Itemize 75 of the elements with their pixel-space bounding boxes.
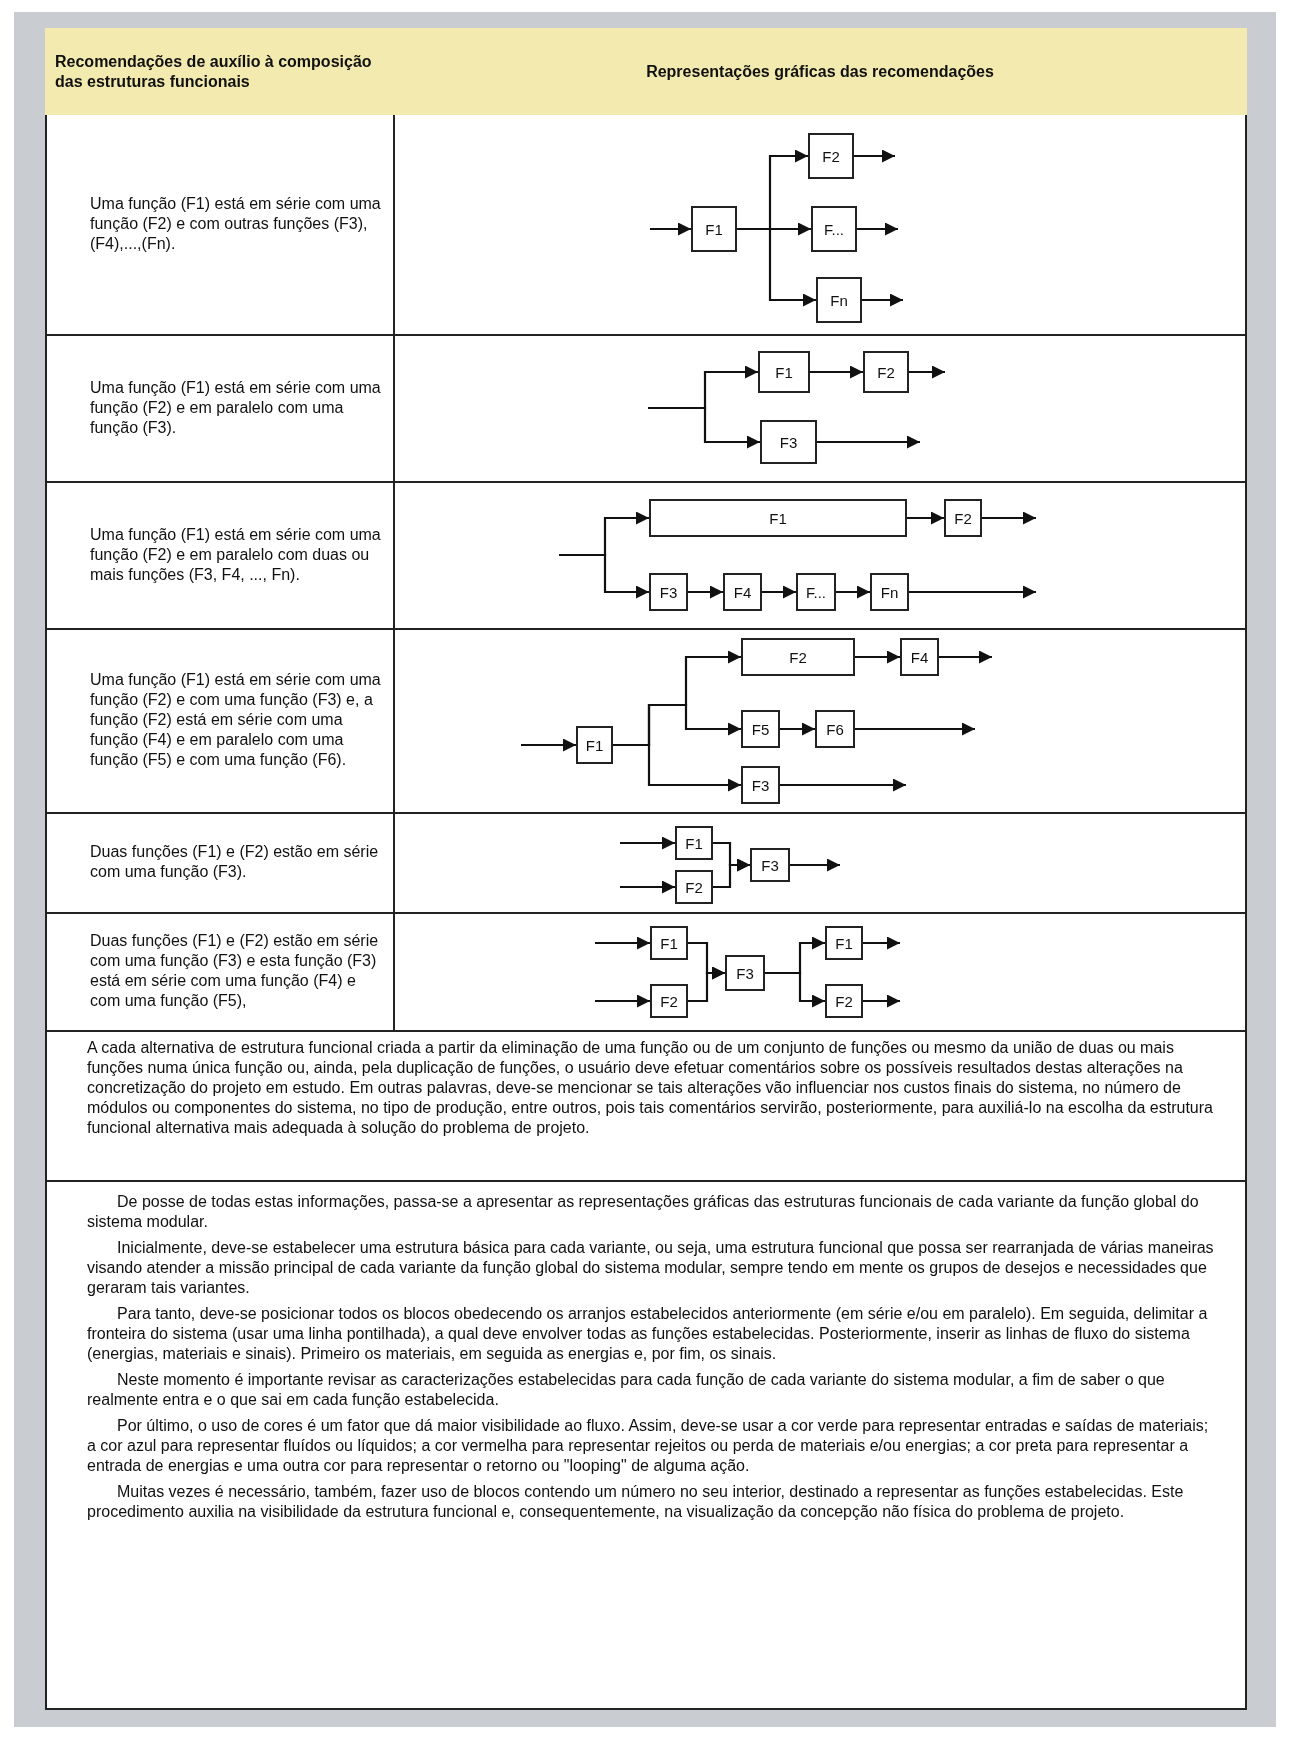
function-block: F2 [808,133,854,179]
arrow [620,836,675,850]
arrow [737,227,816,307]
function-block: F1 [576,726,613,764]
arrow [620,880,675,894]
function-block: F2 [675,870,713,904]
arrow [613,743,741,792]
function-block: F... [811,206,857,252]
function-block: Fn [816,277,862,323]
function-block: F1 [675,826,713,860]
arrow [857,222,898,236]
column-header: Representações gráficas das recomendações [393,28,1247,115]
arrow [780,778,906,792]
arrow [595,994,650,1008]
function-block: F3 [760,420,817,464]
recommendation-text: Uma função (F1) está em série com uma função (F2) e com outras funções (F3), (F4),...,(Fn). [90,193,382,254]
arrow [688,585,723,599]
recommendation-text: Uma função (F1) está em série com uma função (F2) e em paralelo com uma função (F3). [90,377,382,438]
arrow [836,585,870,599]
arrow [854,149,895,163]
arrow [855,722,975,736]
arrow [521,738,576,752]
arrow [862,293,903,307]
arrow [559,553,649,599]
arrow [765,971,825,1008]
arrow [595,936,650,950]
body-paragraph: Para tanto, deve-se posicionar todos os blocos obedecendo os arranjos estabelecidos anteriormente (em série e/ou em paralelo). Em seguida, delimitar a fronteira do sistema (usar uma linha pontilhada), a qual deve envolver todas as funções estabelecidas. Posteriormente, inserir as linhas de fluxo do sistema (energias, materiais e sinais). Primeiro os materiais, em seguida as energias e, por fim, os sinais. [87,1304,1209,1364]
function-block: F2 [741,638,855,676]
function-block: F4 [723,573,762,611]
arrow [713,858,750,889]
recommendation-text: Duas funções (F1) e (F2) estão em série com uma função (F3) e esta função (F3) está em série com uma função (F4) e com uma função (F5), [90,931,380,1011]
arrow [790,858,840,872]
arrow [863,936,900,950]
arrow [648,406,760,449]
body-paragraph: Muitas vezes é necessário, também, fazer uso de blocos contendo um número no seu interior, destinado a representar as funções estabelecidas. Este procedimento auxilia na visibilidade da estrutura funcional e, consequentemente, na visualização da concepção não física do problema de projeto. [87,1482,1185,1522]
column-header: Recomendações de auxílio à composição das estruturas funcionais [45,28,395,115]
function-block: F1 [691,206,737,252]
arrow [909,365,945,379]
body-paragraph: De posse de todas estas informações, passa-se a apresentar as representações gráficas das estruturas funcionais de cada variante da função global do sistema modular. [87,1192,1200,1232]
note-paragraph: A cada alternativa de estrutura funcional criada a partir da eliminação de uma função ou de um conjunto de funções ou mesmo da união de duas ou mais funções numa única função ou, ainda, pela duplicação de funções, o usuário deve efetuar comentários sobre os possíveis resultados destas alterações na concretização do projeto em estudo. Em outras palavras, deve-se mencionar se tais alterações vão influenciar nos custos finais do sistema, no número de módulos ou componentes do sistema, no tipo de produção, entre outros, pois tais comentários servirão, posteriormente, para auxiliá-lo na escolha da estrutura funcional alternativa mais adequada à solução do problema de projeto. [87,1038,1214,1138]
recommendation-text: Uma função (F1) está em série com uma função (F2) e com uma função (F3) e, a função (F2) está em série com uma função (F4) e em paralelo com uma função (F5) e com uma função (F6). [90,670,382,770]
function-block: F2 [863,351,909,393]
function-block: F2 [650,984,688,1018]
body-paragraph: Neste momento é importante revisar as caracterizações estabelecidas para cada função de cada variante do sistema modular, a fim de saber o que realmente entra e o que sai em cada função estabelecida. [87,1370,1166,1410]
function-block: F6 [815,710,855,748]
arrow [650,222,691,236]
arrow [688,966,725,1003]
function-block: F1 [825,926,863,960]
arrow [762,585,796,599]
function-block: F3 [725,955,765,991]
recommendation-text: Uma função (F1) está em série com uma função (F2) e em paralelo com duas ou mais funções (F3, F4, ..., Fn). [90,524,382,585]
arrow [817,435,920,449]
arrow [863,994,900,1008]
function-block: F2 [944,499,982,537]
recommendation-text: Duas funções (F1) e (F2) estão em série com uma função (F3). [90,842,380,882]
body-paragraph: Inicialmente, deve-se estabelecer uma estrutura básica para cada variante, ou seja, uma estrutura funcional que possa ser rearranjada de várias maneiras visando atender a missão principal de cada variante da função global do sistema modular, sempre tendo em mente os grupos de desejos e necessidades que geraram tais variantes. [87,1238,1215,1298]
function-block: Fn [870,573,909,611]
body-paragraph: Por último, o uso de cores é um fator que dá maior visibilidade ao fluxo. Assim, deve-se usar a cor verde para representar entradas e saídas de materiais; a cor azul para representar fluídos ou líquidos; a cor vermelha para representar rejeitos ou perda de materiais e/ou energias; a cor preta para representar a entrada de energias e uma outra cor para representar o retorno ou "looping" de alguma ação. [87,1416,1210,1476]
function-block: F... [796,573,836,611]
arrow [909,585,1036,599]
arrow [810,365,863,379]
arrow [982,511,1036,525]
function-block: F4 [900,638,939,676]
arrow [907,511,944,525]
arrow [855,650,900,664]
function-block: F3 [649,573,688,611]
function-block: F3 [750,848,790,882]
function-block: F1 [758,351,810,393]
function-block: F5 [741,710,780,748]
arrow [939,650,992,664]
function-block: F3 [741,766,780,804]
function-block: F1 [650,926,688,960]
function-block: F1 [649,499,907,537]
arrow [780,722,815,736]
function-block: F2 [825,984,863,1018]
